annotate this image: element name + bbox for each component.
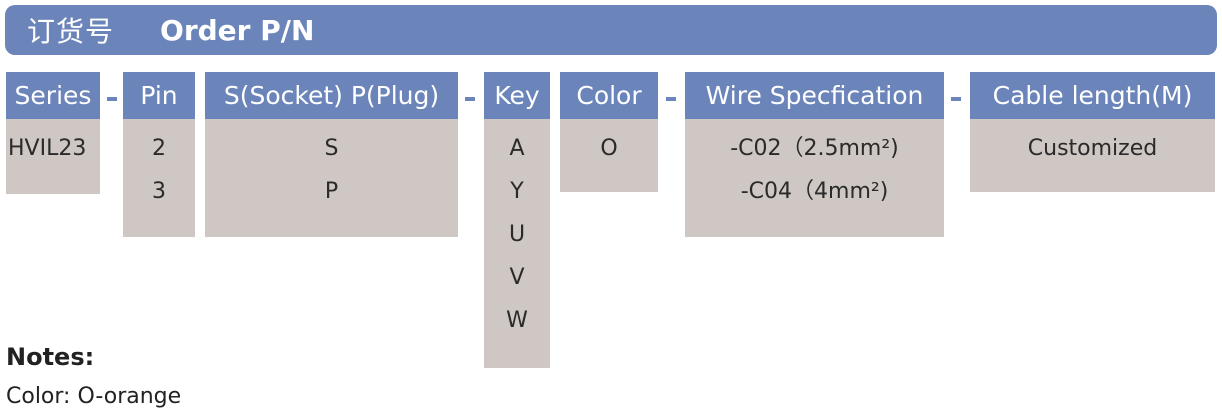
column-header: S(Socket) P(Plug) bbox=[205, 72, 458, 119]
separator-dash bbox=[107, 97, 117, 101]
column-value: U bbox=[508, 222, 526, 247]
column-value: S bbox=[324, 136, 339, 161]
notes-line: Color: O-orange bbox=[6, 384, 182, 409]
column-value: Y bbox=[510, 179, 524, 204]
column-value: HVIL23 bbox=[8, 136, 87, 161]
column-value: V bbox=[509, 265, 525, 290]
column-body: S P bbox=[205, 119, 458, 237]
column-series: Series HVIL23 bbox=[6, 72, 100, 194]
column-body: O bbox=[560, 119, 658, 192]
column-header: Wire Specfication bbox=[685, 72, 944, 119]
column-body: HVIL23 bbox=[6, 119, 100, 194]
column-header: Pin bbox=[123, 72, 195, 119]
separator-dash bbox=[951, 97, 961, 101]
column-header: Color bbox=[560, 72, 658, 119]
column-key: Key A Y U V W bbox=[484, 72, 550, 368]
column-color: Color O bbox=[560, 72, 658, 192]
column-value: P bbox=[324, 179, 339, 204]
column-value: W bbox=[506, 308, 528, 333]
column-value: 2 bbox=[152, 136, 166, 161]
column-body: -C02（2.5mm²) -C04（4mm²) bbox=[685, 119, 944, 237]
column-header: Cable length(M) bbox=[970, 72, 1215, 119]
separator-dash bbox=[465, 97, 475, 101]
column-body: A Y U V W bbox=[484, 119, 550, 368]
column-pin: Pin 2 3 bbox=[123, 72, 195, 237]
column-cable-length: Cable length(M) Customized bbox=[970, 72, 1215, 192]
separator-dash bbox=[666, 97, 676, 101]
column-value: -C04（4mm²) bbox=[740, 179, 889, 204]
column-socket-plug: S(Socket) P(Plug) S P bbox=[205, 72, 458, 237]
column-wire-specfication: Wire Specfication -C02（2.5mm²) -C04（4mm²… bbox=[685, 72, 944, 237]
column-value: Customized bbox=[1027, 136, 1158, 161]
notes-title: Notes: bbox=[6, 343, 95, 371]
banner-cn-title: 订货号 bbox=[27, 15, 115, 48]
column-value: A bbox=[509, 136, 525, 161]
column-value: -C02（2.5mm²) bbox=[730, 136, 899, 161]
column-body: Customized bbox=[970, 119, 1215, 192]
column-header: Key bbox=[484, 72, 550, 119]
order-pn-banner: 订货号 Order P/N bbox=[5, 5, 1217, 55]
column-body: 2 3 bbox=[123, 119, 195, 237]
column-value: 3 bbox=[152, 179, 166, 204]
banner-en-title: Order P/N bbox=[160, 13, 315, 47]
column-value: O bbox=[600, 136, 618, 161]
column-header: Series bbox=[6, 72, 100, 119]
